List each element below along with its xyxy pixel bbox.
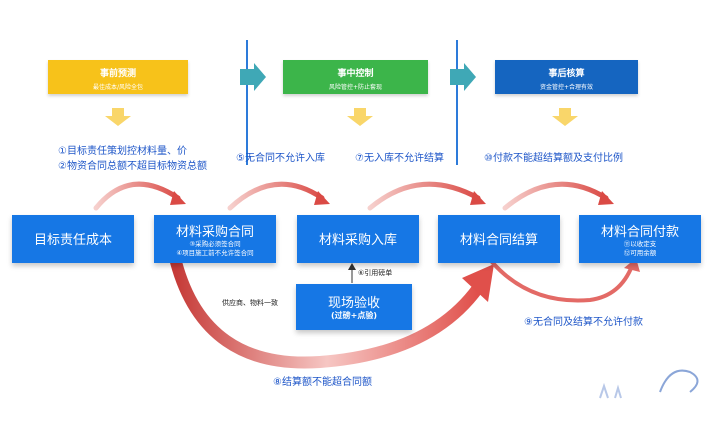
curved-arrow-icon	[490, 260, 634, 303]
phase-title: 事中控制	[337, 69, 374, 79]
stock-in-box: 材料采购入库	[297, 215, 419, 263]
phase-subtitle: 资金管控+合理有效	[539, 84, 594, 91]
curved-arrow-icon	[598, 191, 614, 205]
curved-arrow-icon	[462, 264, 494, 302]
curved-arrow-icon	[367, 181, 481, 211]
supplier-match-label: 供应商、物料一致	[222, 299, 278, 307]
decoration-icon	[599, 382, 622, 399]
up-arrow-icon	[348, 263, 356, 270]
phase-title: 事后核算	[548, 69, 585, 79]
ref-bill-label: ⑥引用磅单	[358, 269, 393, 277]
rule-note-8: ⑧结算额不能超合同额	[273, 377, 372, 388]
box-label: 现场验收	[327, 296, 380, 311]
decoration-icon	[659, 369, 699, 393]
rule-note-2: ②物资合同总额不超目标物资总额	[58, 161, 207, 172]
purchase-contract-box: 材料采购合同 ③采购必须签合同 ④项目施工前不允许签合同	[154, 215, 276, 263]
phase-in-control: 事中控制 风险管控+防止套现	[283, 60, 428, 94]
contract-pay-box: 材料合同付款 ⑪以收定支 ⑫可用余额	[579, 215, 701, 263]
contract-settle-box: 材料合同结算	[438, 215, 560, 263]
phase-title: 事前预测	[99, 69, 136, 79]
target-cost-box: 目标责任成本	[12, 215, 134, 263]
curved-arrow-icon	[170, 256, 484, 369]
down-arrow-icon	[105, 108, 131, 126]
box-sublabel: ⑪以收定支	[623, 240, 657, 248]
phase-post-accounting: 事后核算 资金管控+合理有效	[495, 60, 638, 94]
box-sublabel: ④项目施工前不允许签合同	[176, 249, 254, 257]
box-label: 材料采购合同	[175, 225, 254, 240]
box-label: 目标责任成本	[33, 233, 112, 248]
curved-arrow-icon	[93, 181, 181, 211]
rule-note-7: ⑦无入库不允许结算	[355, 153, 444, 164]
box-sublabel: ⑫可用余额	[623, 249, 657, 257]
box-sublabel: (过磅+点验)	[330, 311, 377, 320]
rule-note-9: ⑨无合同及结算不允许付款	[524, 317, 643, 328]
box-sublabel: ③采购必须签合同	[189, 240, 241, 248]
curved-arrow-icon	[470, 191, 486, 205]
curved-arrow-icon	[227, 181, 325, 211]
rule-note-1: ①目标责任策划控材料量、价	[58, 146, 187, 157]
site-accept-box: 现场验收 (过磅+点验)	[296, 284, 412, 330]
right-arrow-icon	[240, 63, 266, 91]
down-arrow-icon	[552, 108, 578, 126]
phase-pre-control: 事前预测 最佳成本/风险全包	[48, 60, 188, 94]
rule-note-5: ⑤无合同不允许入库	[236, 153, 325, 164]
down-arrow-icon	[347, 108, 373, 126]
rule-note-10: ⑩付款不能超结算额及支付比例	[484, 153, 623, 164]
curved-arrow-icon	[170, 191, 186, 205]
right-arrow-icon	[450, 63, 476, 91]
curved-arrow-icon	[502, 181, 609, 211]
curved-arrow-icon	[314, 191, 330, 205]
box-label: 材料合同付款	[600, 225, 679, 240]
phase-subtitle: 风险管控+防止套现	[328, 84, 383, 91]
phase-subtitle: 最佳成本/风险全包	[92, 84, 144, 91]
box-label: 材料合同结算	[459, 233, 538, 248]
box-label: 材料采购入库	[318, 233, 397, 248]
